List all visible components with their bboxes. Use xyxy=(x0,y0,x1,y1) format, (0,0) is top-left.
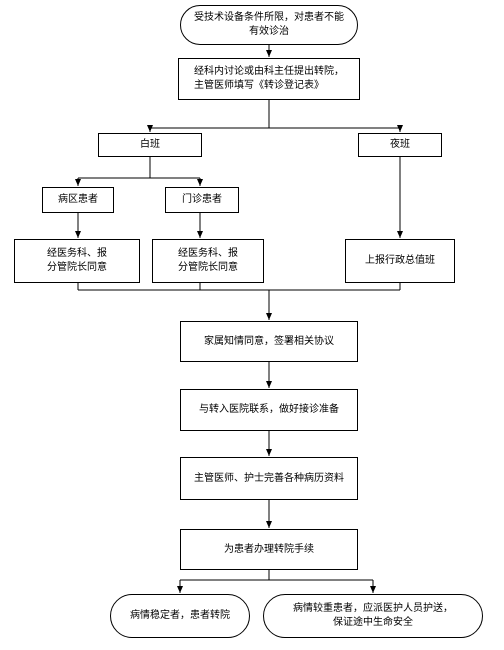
discuss-line-2: 主管医师填写《转诊登记表》 xyxy=(194,80,324,91)
critical-line-2: 保证途中生命安全 xyxy=(333,617,413,628)
ward-patient-label: 病区患者 xyxy=(58,194,98,205)
report-left-line-2: 分管院长同意 xyxy=(47,262,107,273)
stable-outcome-label: 病情稳定者，患者转院 xyxy=(130,610,230,621)
start-line-1: 受技术设备条件所限，对患者不能 xyxy=(194,12,344,23)
contact-hospital-node: 与转入医院联系，做好接诊准备 xyxy=(180,389,358,431)
start-node: 受技术设备条件所限，对患者不能有效诊治 xyxy=(180,5,358,45)
discuss-node: 经科内讨论或由科主任提出转院， 主管医师填写《转诊登记表》 xyxy=(178,58,360,100)
dayshift-node: 白班 xyxy=(98,133,202,157)
procedures-label: 为患者办理转院手续 xyxy=(224,543,314,555)
report-mid-node: 经医务科、报分管院长同意 xyxy=(152,239,264,283)
outpatient-label: 门诊患者 xyxy=(182,194,222,205)
procedures-node: 为患者办理转院手续 xyxy=(180,529,358,570)
outpatient-node: 门诊患者 xyxy=(165,187,239,213)
stable-outcome-node: 病情稳定者，患者转院 xyxy=(110,594,250,638)
report-mid-line-1: 经医务科、报 xyxy=(178,248,238,259)
report-night-node: 上报行政总值班 xyxy=(345,239,455,283)
dayshift-label: 白班 xyxy=(140,139,160,150)
ward-patient-node: 病区患者 xyxy=(42,187,114,213)
report-left-node: 经医务科、报分管院长同意 xyxy=(14,239,140,283)
nightshift-node: 夜班 xyxy=(358,133,442,157)
records-label: 主管医师、护士完善各种病历资料 xyxy=(194,472,344,484)
records-node: 主管医师、护士完善各种病历资料 xyxy=(180,457,358,500)
critical-line-1: 病情较重患者，应派医护人员护送， xyxy=(293,603,453,614)
start-line-2: 有效诊治 xyxy=(249,26,289,37)
report-left-line-1: 经医务科、报 xyxy=(47,248,107,259)
report-mid-line-2: 分管院长同意 xyxy=(178,262,238,273)
family-consent-label: 家属知情同意，签署相关协议 xyxy=(204,335,334,347)
discuss-line-1: 经科内讨论或由科主任提出转院， xyxy=(194,66,344,77)
report-night-label: 上报行政总值班 xyxy=(365,255,435,266)
nightshift-label: 夜班 xyxy=(390,139,410,150)
contact-hospital-label: 与转入医院联系，做好接诊准备 xyxy=(199,404,339,415)
family-consent-node: 家属知情同意，签署相关协议 xyxy=(180,321,358,362)
critical-outcome-node: 病情较重患者，应派医护人员护送， 保证途中生命安全 xyxy=(263,594,483,638)
